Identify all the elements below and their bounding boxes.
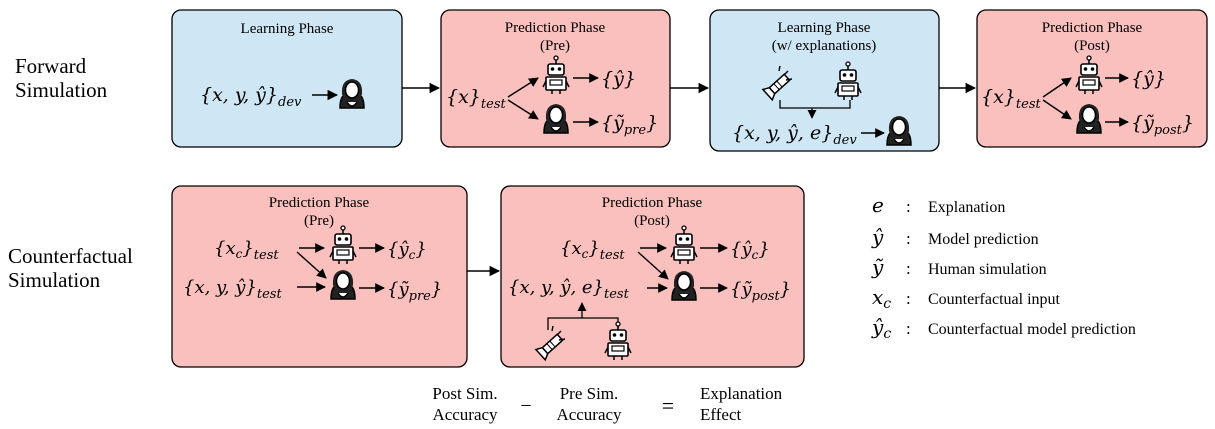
legend-sep: :: [906, 229, 911, 248]
cf-post-title: Prediction Phase: [602, 195, 703, 211]
legend-symbol: ŷc: [871, 315, 891, 342]
arrow: [507, 77, 539, 98]
forward-label-line2: Simulation: [15, 78, 108, 102]
legend-symbol: ỹ: [871, 255, 884, 279]
legend-sep: :: [906, 319, 911, 338]
forward-pre-subtitle: (Pre): [540, 38, 570, 54]
forward-pre-model-output: {ŷ}: [601, 68, 636, 90]
cf-pre-human-output: {ỹpre}: [387, 279, 442, 304]
legend-symbol: xc: [872, 285, 891, 312]
effect-label-1: Explanation: [700, 384, 783, 403]
legend-symbol: ŷ: [871, 225, 884, 249]
post-sim-label-2: Accuracy: [432, 405, 498, 424]
forward-learning-input: {x, y, ŷ}dev: [200, 84, 302, 110]
forward-post-title: Prediction Phase: [1042, 20, 1143, 36]
post-sim-label-1: Post Sim.: [432, 384, 497, 403]
equals-sign: =: [662, 393, 674, 418]
forward-pre-input: {x}test: [446, 86, 506, 112]
equation: Post Sim. Accuracy − Pre Sim. Accuracy =…: [432, 384, 782, 424]
cf-post-input-cf: {xc}test: [560, 238, 625, 263]
minus-sign: −: [520, 395, 531, 417]
effect-label-2: Effect: [700, 405, 741, 424]
cf-prediction-post-box: [500, 185, 805, 368]
forward-learning-title: Learning Phase: [241, 21, 334, 37]
pre-sim-label-1: Pre Sim.: [560, 384, 619, 403]
forward-post-model-output: {ŷ}: [1131, 68, 1166, 90]
legend: e : Explanation ŷ : Model prediction ỹ :…: [871, 193, 1136, 342]
legend-sep: :: [906, 197, 911, 216]
legend-sep: :: [906, 259, 911, 278]
cf-pre-input-data: {x, y, ŷ}test: [183, 277, 282, 302]
cf-post-human-output: {ỹpost}: [730, 279, 791, 304]
arrow: [507, 99, 539, 120]
cf-post-model-output: {ŷc}: [730, 239, 770, 262]
arrow: [1042, 99, 1072, 120]
forward-learning-box: [171, 9, 403, 148]
forward-post-subtitle: (Post): [1074, 38, 1110, 54]
forward-pre-title: Prediction Phase: [505, 20, 606, 36]
forward-pre-human-output: {ỹpre}: [601, 112, 658, 138]
legend-sep: :: [906, 289, 911, 308]
legend-text: Human simulation: [928, 261, 1047, 278]
arrow: [637, 251, 669, 280]
counterfactual-label-line1: Counterfactual: [8, 244, 133, 268]
forward-learning-expl-subtitle: (w/ explanations): [772, 38, 877, 54]
legend-text: Explanation: [928, 199, 1005, 216]
forward-post-human-output: {ỹpost}: [1131, 112, 1194, 138]
cf-post-input-data: {x, y, ŷ, e}test: [508, 277, 630, 302]
cf-pre-title: Prediction Phase: [269, 195, 370, 211]
cf-pre-input-cf: {xc}test: [214, 238, 279, 263]
cf-pre-model-output: {ŷc}: [387, 239, 427, 262]
arrow: [296, 251, 327, 279]
legend-text: Counterfactual model prediction: [928, 321, 1136, 338]
forward-learning-expl-title: Learning Phase: [778, 20, 871, 36]
legend-symbol: e: [872, 193, 884, 217]
counterfactual-label-line2: Simulation: [8, 268, 101, 292]
forward-post-input: {x}test: [981, 86, 1041, 112]
cf-post-subtitle: (Post): [634, 213, 670, 229]
arrow: [1042, 77, 1072, 98]
forward-label-line1: Forward: [15, 54, 87, 78]
pre-sim-label-2: Accuracy: [556, 405, 622, 424]
legend-text: Counterfactual input: [928, 291, 1061, 308]
forward-learning-expl-input: {x, y, ŷ, e}dev: [732, 122, 857, 148]
legend-text: Model prediction: [928, 231, 1039, 248]
forward-learning-expl-box: [709, 9, 940, 152]
merge-bracket: [779, 100, 851, 109]
cf-pre-subtitle: (Pre): [304, 213, 334, 229]
